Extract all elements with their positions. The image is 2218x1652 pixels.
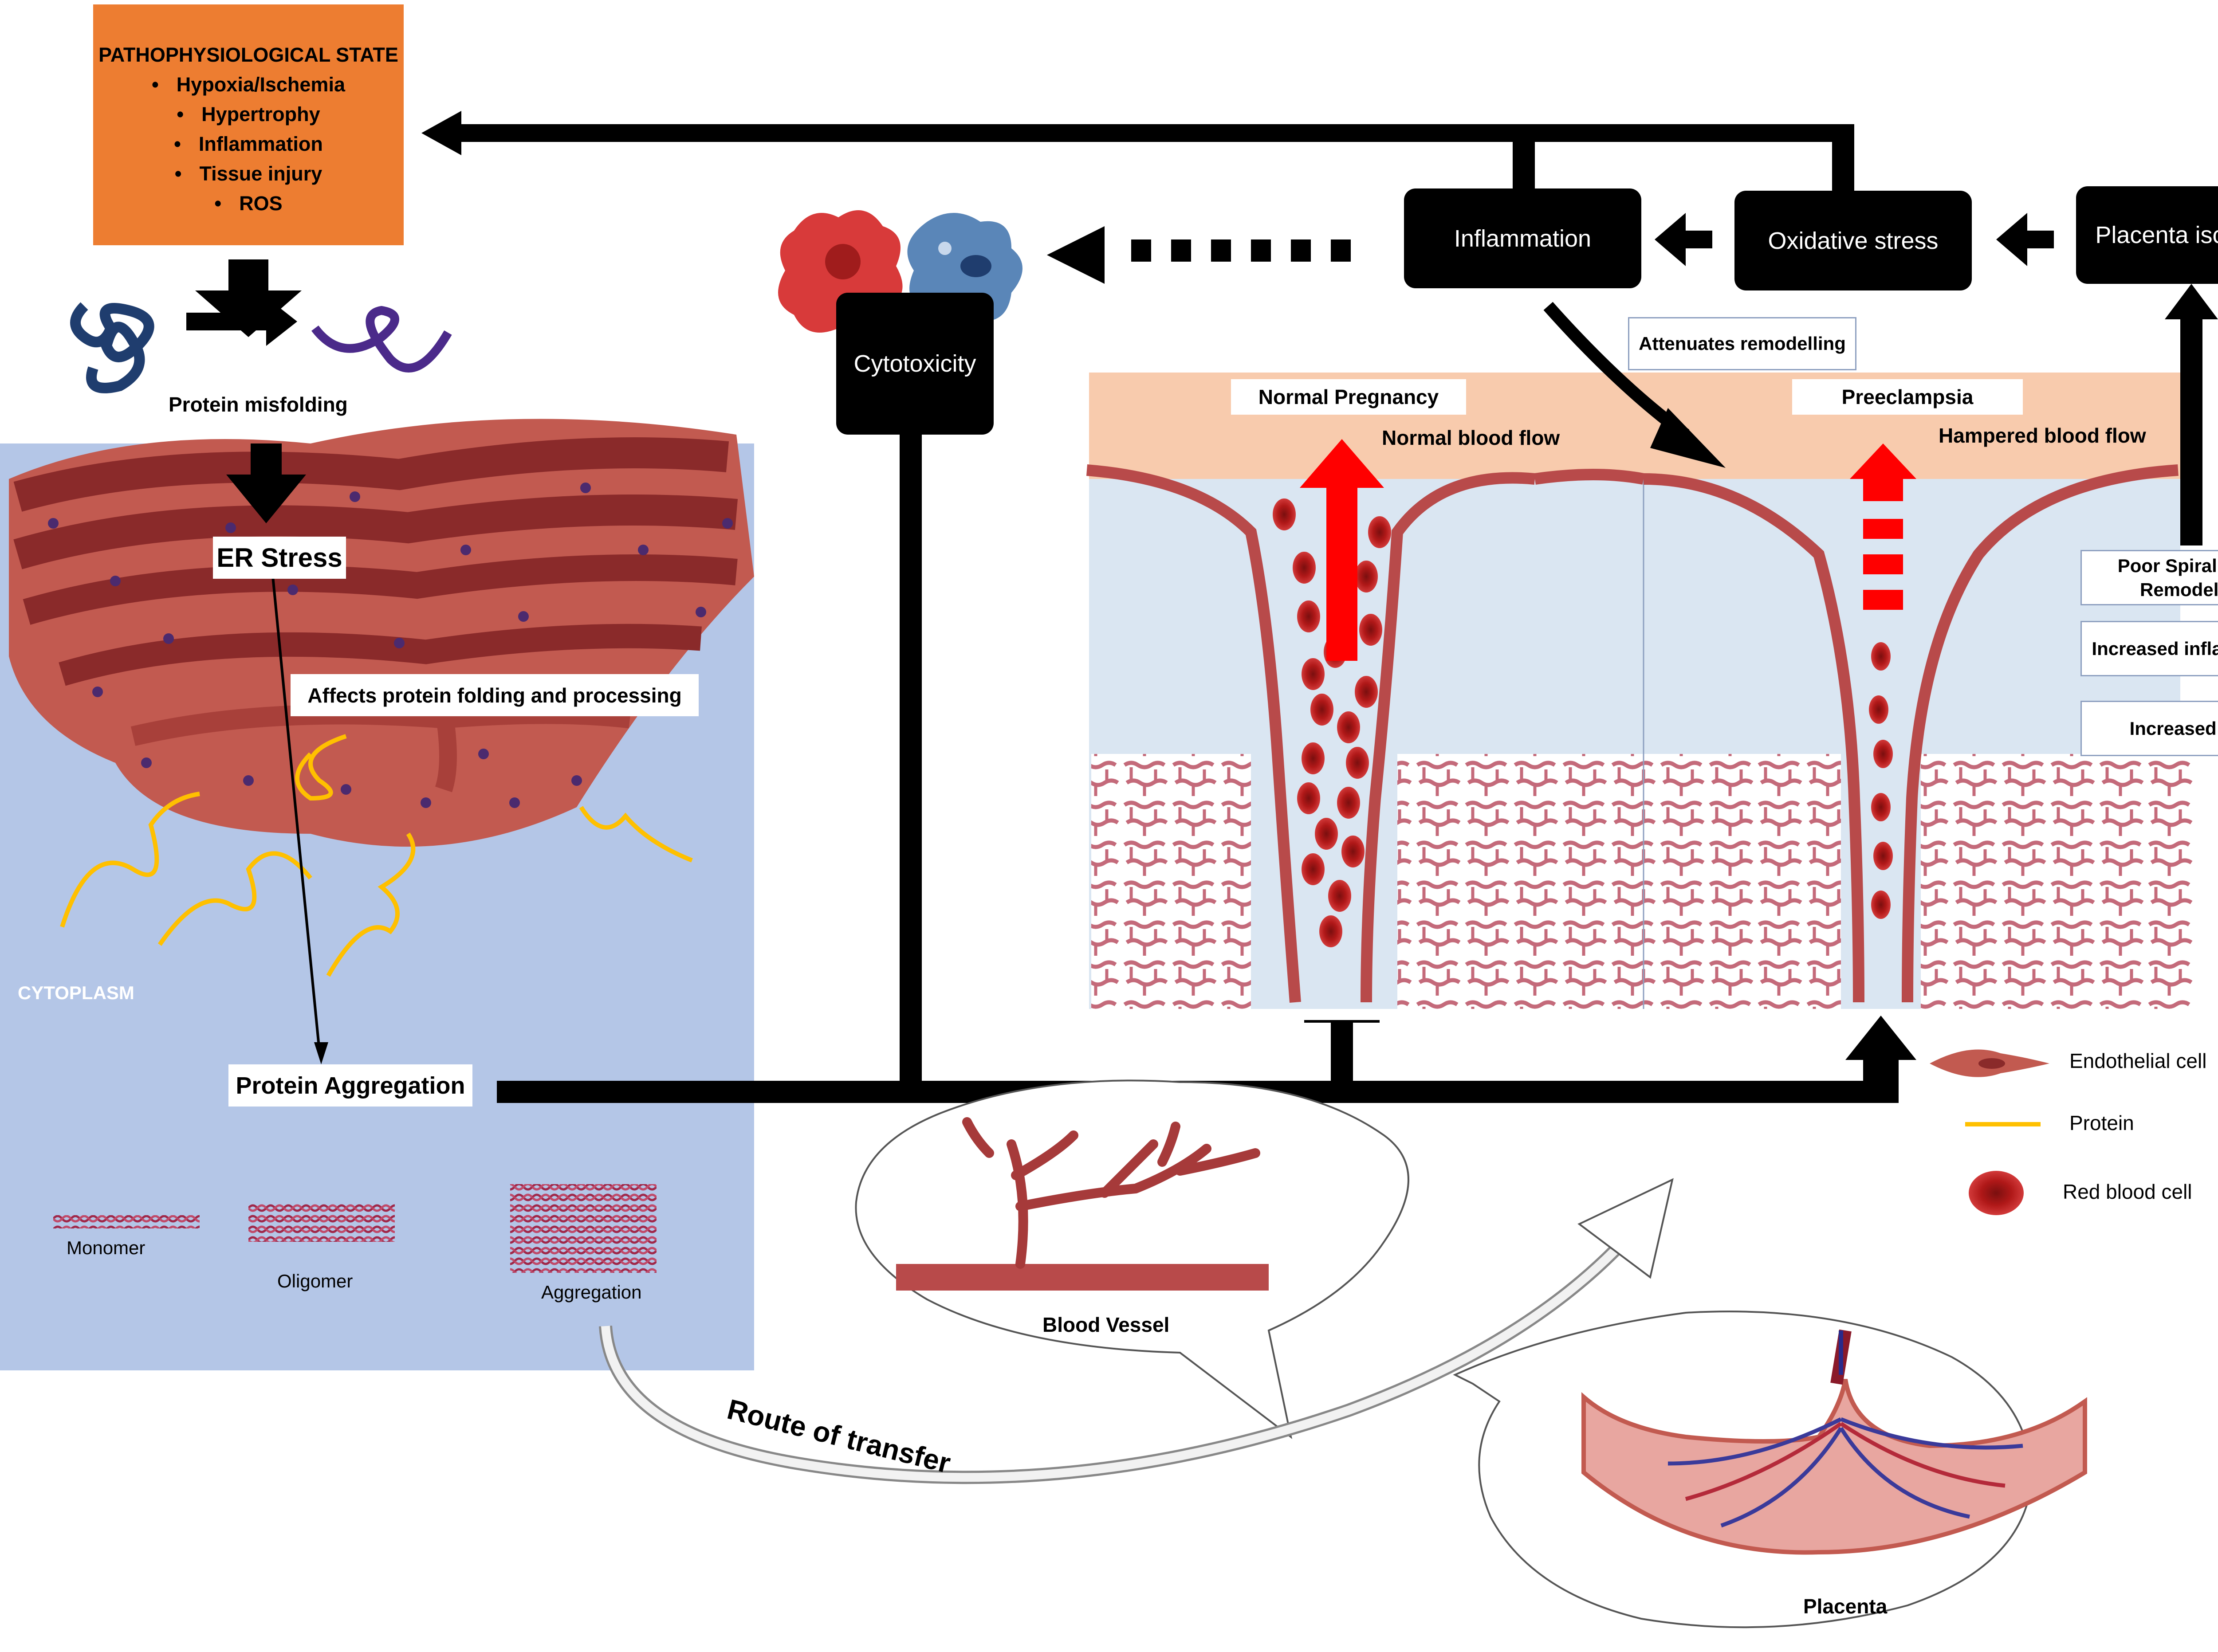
misfolded-protein-icon [311, 306, 452, 373]
pathophysiology-item: Inflammation [93, 129, 404, 159]
normal-pregnancy-label: Normal Pregnancy [1231, 379, 1466, 415]
route-of-transfer-arrowhead [1577, 1178, 1674, 1279]
attenuates-remodelling-label: Attenuates remodelling [1628, 317, 1856, 370]
placenta-label: Placenta [1803, 1595, 1888, 1618]
oxidative-to-inflammation-arrow [1655, 213, 1712, 266]
misfolded-protein-strands [60, 734, 693, 977]
normal-blood-flow-arrow [1300, 439, 1384, 661]
misfolding-to-er-arrow [226, 443, 306, 523]
decidual-tissue-right [1921, 754, 2196, 1009]
blood-vessel-label: Blood Vessel [1042, 1313, 1170, 1336]
placenta-illustration [1581, 1329, 2087, 1555]
er-to-aggregation-arrowhead [314, 1042, 328, 1064]
pathophysiology-item: ROS [93, 188, 404, 218]
decidual-tissue-left [1091, 754, 1251, 1009]
cytotoxicity-connector [900, 435, 922, 1082]
aggregation-label: Aggregation [541, 1282, 642, 1303]
normal-blood-flow-label: Normal blood flow [1382, 426, 1560, 449]
legend-endothelial-cell: Endothelial cell [2069, 1049, 2207, 1072]
monomer-icon [53, 1215, 200, 1228]
cytoplasm-label: CYTOPLASM [18, 982, 134, 1003]
pathophysiological-state-box: PATHOPHYSIOLOGICAL STATE Hypoxia/Ischemi… [93, 4, 404, 245]
feedback-arrow [421, 111, 1854, 191]
outcome-poor-remodelling: Poor Spiral artery Remodelling [2080, 550, 2218, 605]
hampered-blood-flow-label: Hampered blood flow [1939, 424, 2146, 447]
blood-vessel-illustration [896, 1117, 1269, 1291]
endothelial-nucleus-icon [1978, 1058, 2005, 1069]
oligomer-label: Oligomer [277, 1271, 353, 1291]
oxidative-stress-box: Oxidative stress [1734, 191, 1972, 290]
pathophysiology-item: Hypertrophy [93, 99, 404, 129]
endoplasmic-reticulum-illustration [9, 419, 754, 847]
endothelial-wall-normal [1086, 464, 1645, 1003]
pathophysiology-item: Hypoxia/Ischemia [93, 70, 404, 99]
affects-folding-label: Affects protein folding and processing [291, 674, 699, 716]
monomer-label: Monomer [67, 1237, 146, 1258]
orange-to-misfolding-arrow [195, 259, 302, 337]
placenta-ischemia-box: Placenta ischemia [2076, 186, 2218, 284]
pathophysiology-item: Tissue injury [93, 159, 404, 188]
outcome-increased-inflammation: Increased inflammation [2080, 621, 2218, 676]
oligomer-icon [248, 1202, 395, 1242]
folded-protein-icon [70, 302, 154, 393]
misfolding-arrow [186, 297, 297, 346]
red-blood-cells-preeclampsia [1869, 642, 1893, 919]
route-of-transfer-arrow-inner [601, 1247, 1618, 1482]
protein-misfolding-label: Protein misfolding [169, 393, 348, 416]
red-blood-cell-icon [1969, 1171, 2024, 1215]
legend-red-blood-cell: Red blood cell [2063, 1180, 2192, 1203]
endothelial-wall-preeclampsia [1643, 464, 2179, 1003]
decidual-tissue-mid [1397, 754, 1841, 1009]
pathophysiological-state-title: PATHOPHYSIOLOGICAL STATE [98, 43, 398, 66]
er-stress-label: ER Stress [213, 537, 346, 579]
pathophysiological-state-list: Hypoxia/Ischemia Hypertrophy Inflammatio… [93, 70, 404, 218]
cytotoxicity-box: Cytotoxicity [836, 293, 994, 435]
er-to-aggregation-arrow [271, 576, 321, 1052]
blood-vessel-bubble [855, 1079, 1409, 1439]
outcomes-to-ischemia-shaft [2180, 310, 2202, 545]
inflammation-box: Inflammation [1404, 188, 1641, 288]
ischemia-to-oxidative-arrow [1996, 213, 2054, 266]
aggregation-icon [510, 1184, 657, 1273]
preeclampsia-label: Preeclampsia [1792, 379, 2023, 415]
hampered-blood-flow-arrow [1850, 443, 1916, 610]
protein-aggregation-label: Protein Aggregation [228, 1064, 472, 1107]
legend-protein: Protein [2069, 1111, 2134, 1134]
outcome-increased-ros: Increased ROS [2080, 701, 2218, 756]
outcomes-to-ischemia-arrowhead [2165, 284, 2218, 319]
dashed-arrow-to-cells [1047, 226, 1351, 284]
inflammation-to-remodelling-arrowhead [1650, 408, 1726, 468]
